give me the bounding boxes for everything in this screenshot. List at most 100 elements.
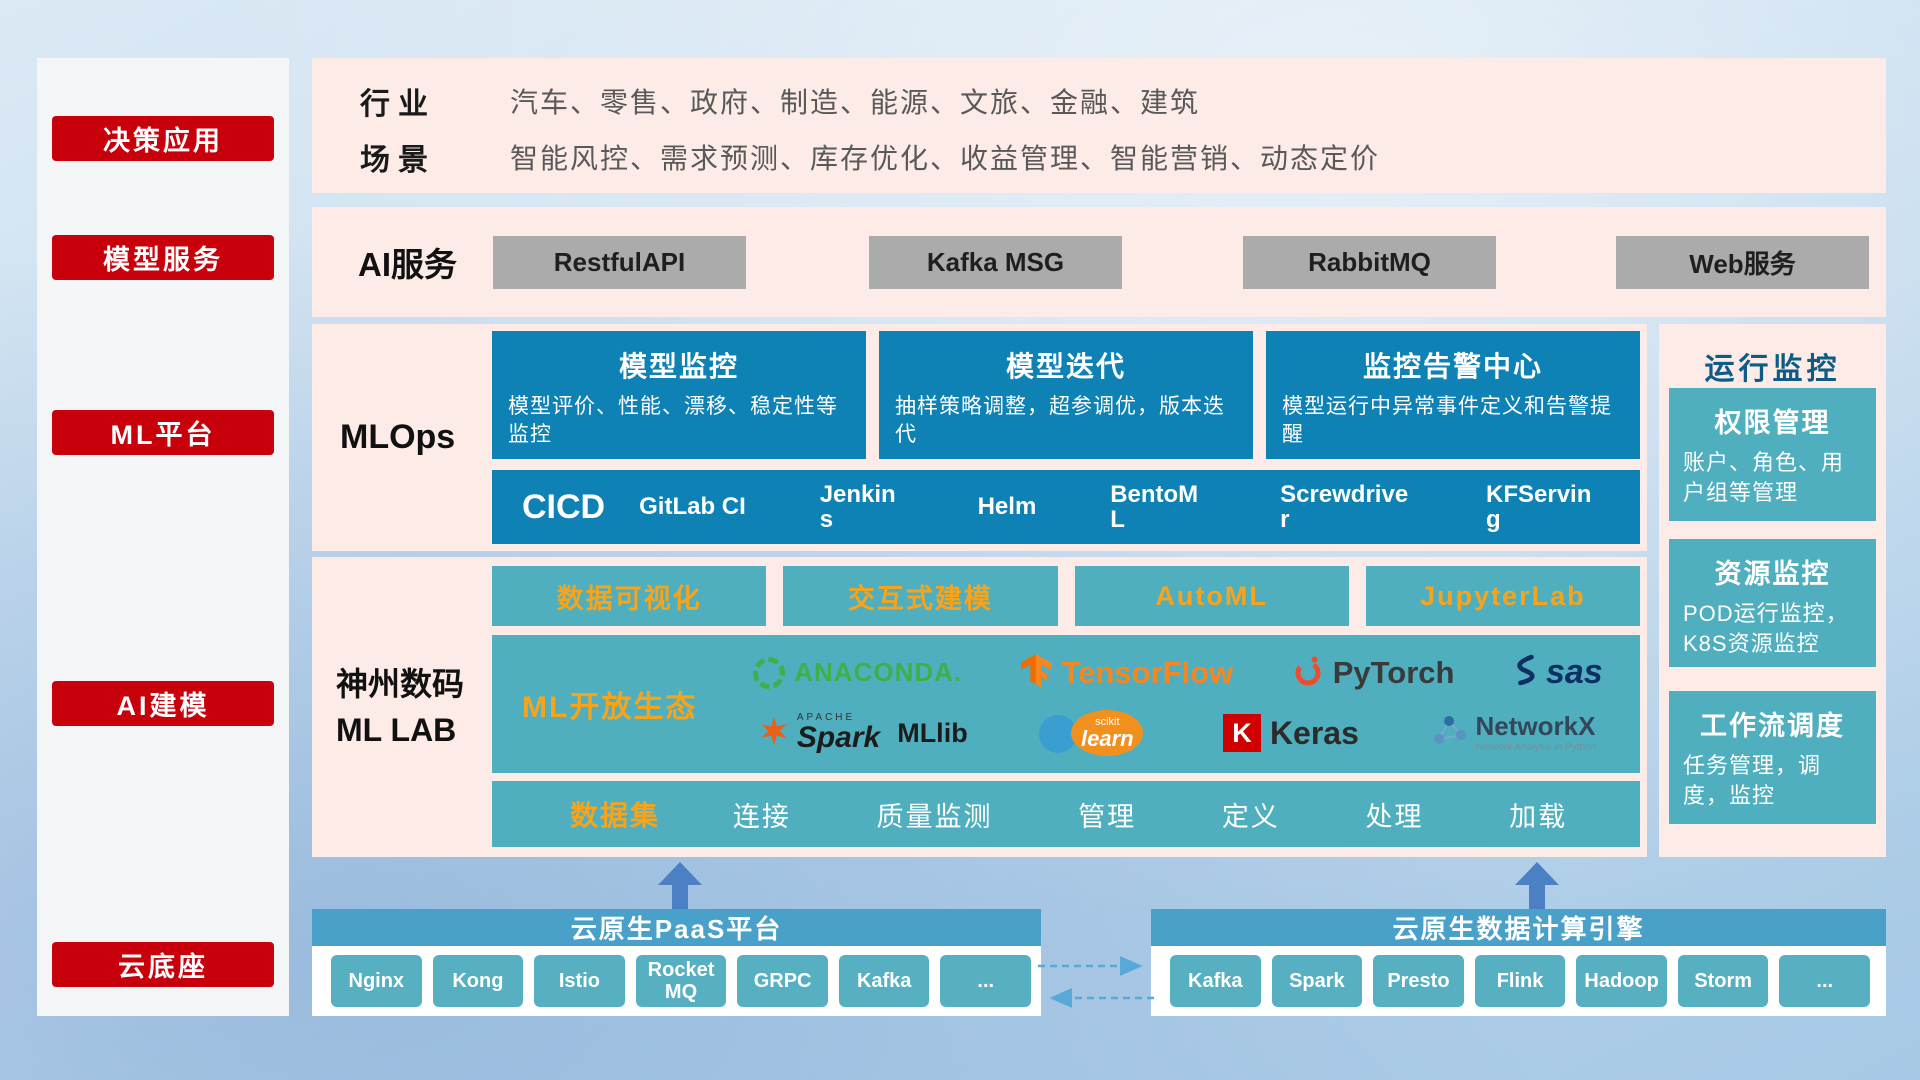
kafka-msg-button[interactable]: Kafka MSG xyxy=(869,236,1122,289)
dataset-label: 数据集 xyxy=(570,800,661,831)
up-arrow-icon xyxy=(658,862,702,909)
industry-scenario-panel: 行业 汽车、零售、政府、制造、能源、文旅、金融、建筑 场景 智能风控、需求预测、… xyxy=(312,58,1886,193)
permission-management-desc: 账户、角色、用户组等管理 xyxy=(1683,450,1845,505)
permission-management-title: 权限管理 xyxy=(1714,408,1831,438)
cicd-item-helm: Helm xyxy=(977,493,1037,521)
grpc-chip[interactable]: GRPC xyxy=(737,955,828,1007)
sidebar-item-model-service[interactable]: 模型服务 xyxy=(52,235,274,280)
left-sidebar: 决策应用 模型服务 ML平台 AI建模 云底座 xyxy=(37,58,289,1016)
dataset-item-define: 定义 xyxy=(1221,801,1280,832)
permission-management-card: 权限管理 账户、角色、用户组等管理 xyxy=(1669,388,1876,521)
dataset-item-load: 加载 xyxy=(1509,801,1568,832)
runtime-monitor-title: 运行监控 xyxy=(1704,353,1841,386)
tensorflow-icon xyxy=(1019,652,1053,693)
dataset-item-process: 处理 xyxy=(1365,801,1424,832)
pytorch-icon xyxy=(1292,653,1324,692)
automl-button[interactable]: AutoML xyxy=(1074,566,1349,626)
anaconda-wordmark: ANACONDA. xyxy=(794,657,963,687)
restfulapi-button[interactable]: RestfulAPI xyxy=(493,236,746,289)
sidebar-item-decision-app[interactable]: 决策应用 xyxy=(52,116,274,161)
rabbitmq-button[interactable]: RabbitMQ xyxy=(1243,236,1496,289)
web-service-button[interactable]: Web服务 xyxy=(1616,236,1869,289)
engine-chips: Kafka Spark Presto Flink Hadoop Storm ..… xyxy=(1170,955,1871,1007)
networkx-text: NetworkX xyxy=(1475,711,1596,742)
sas-icon xyxy=(1513,653,1537,692)
hadoop-chip[interactable]: Hadoop xyxy=(1576,955,1667,1007)
ml-ecosystem-label: ML开放生态 xyxy=(522,691,698,724)
flink-chip[interactable]: Flink xyxy=(1474,955,1566,1007)
spark-chip[interactable]: Spark xyxy=(1271,955,1363,1007)
more-chip[interactable]: ... xyxy=(940,955,1032,1007)
ai-service-panel: AI服务 RestfulAPI Kafka MSG RabbitMQ Web服务 xyxy=(312,207,1886,317)
keras-wordmark: Keras xyxy=(1269,714,1359,751)
apache-label: APACHE xyxy=(796,712,856,723)
networkx-subtitle: Network Analysis in Python xyxy=(1475,742,1597,754)
presto-chip[interactable]: Presto xyxy=(1373,955,1464,1007)
spark-text: Spark xyxy=(796,721,881,754)
pytorch-wordmark: PyTorch xyxy=(1332,654,1455,690)
dataset-items: 连接 质量监测 管理 定义 处理 加载 xyxy=(690,795,1640,834)
rocketmq-chip[interactable]: RocketMQ xyxy=(635,955,727,1007)
scikit-learn-logo: scikit learn xyxy=(1039,710,1151,756)
mlops-panel: MLOps 模型监控 模型评价、性能、漂移、稳定性等监控 模型迭代 抽样策略调整… xyxy=(312,324,1647,551)
kong-chip[interactable]: Kong xyxy=(432,955,524,1007)
spark-wordmark: APACHE Spark xyxy=(797,713,880,753)
scikit-learn-badge: scikit learn xyxy=(1071,710,1144,756)
data-visualization-button[interactable]: 数据可视化 xyxy=(492,566,767,626)
model-monitoring-title: 模型监控 xyxy=(618,351,739,382)
industry-text: 汽车、零售、政府、制造、能源、文旅、金融、建筑 xyxy=(510,87,1201,118)
mllab-label-line2: ML LAB xyxy=(336,712,457,748)
dashed-arrows xyxy=(1034,952,1158,1012)
industry-label: 行业 xyxy=(360,88,436,121)
sidebar-item-ml-platform[interactable]: ML平台 xyxy=(52,410,274,455)
tensorflow-wordmark: TensorFlow xyxy=(1061,654,1234,690)
interactive-modeling-button[interactable]: 交互式建模 xyxy=(783,566,1058,626)
kafka-chip[interactable]: Kafka xyxy=(1170,955,1261,1007)
storm-chip[interactable]: Storm xyxy=(1677,955,1769,1007)
networkx-logo: NetworkX Network Analysis in Python xyxy=(1431,711,1597,754)
mllab-tools-row: 数据可视化 交互式建模 AutoML JupyterLab xyxy=(492,566,1640,626)
workflow-scheduler-title: 工作流调度 xyxy=(1700,711,1845,741)
cicd-title: CICD xyxy=(522,487,606,526)
alert-center-title: 监控告警中心 xyxy=(1362,351,1543,382)
kafka-chip[interactable]: Kafka xyxy=(838,955,930,1007)
networkx-icon xyxy=(1431,713,1467,752)
model-iteration-desc: 抽样策略调整，超参调优，版本迭代 xyxy=(895,395,1225,447)
learn-label: learn xyxy=(1081,725,1134,751)
networkx-wordmark: NetworkX Network Analysis in Python xyxy=(1475,711,1597,754)
nginx-chip[interactable]: Nginx xyxy=(331,955,422,1007)
dataset-item-manage: 管理 xyxy=(1078,801,1137,832)
spark-mllib-logo: APACHE Spark MLlib xyxy=(760,713,968,753)
industry-row: 行业 汽车、零售、政府、制造、能源、文旅、金融、建筑 xyxy=(360,79,1200,123)
anaconda-logo: ANACONDA. xyxy=(753,656,963,689)
runtime-monitor-panel: 运行监控 权限管理 账户、角色、用户组等管理 资源监控 POD运行监控，K8S资… xyxy=(1659,324,1886,857)
mllab-label-line1: 神州数码 xyxy=(336,665,465,702)
scikit-label: scikit xyxy=(1095,715,1120,728)
cicd-item-bentoml: BentoML xyxy=(1110,480,1199,533)
workflow-scheduler-card: 工作流调度 任务管理，调度，监控 xyxy=(1669,691,1876,824)
cicd-items: GitLab CI Jenkins Helm BentoML Screwdriv… xyxy=(639,480,1640,533)
scenario-label: 场景 xyxy=(360,144,436,177)
sidebar-item-ai-modeling[interactable]: AI建模 xyxy=(52,681,274,726)
pytorch-logo: PyTorch xyxy=(1292,653,1455,692)
resource-monitor-desc: POD运行监控，K8S资源监控 xyxy=(1683,601,1849,656)
mllab-panel: 神州数码 ML LAB 数据可视化 交互式建模 AutoML JupyterLa… xyxy=(312,557,1647,857)
spark-star-icon xyxy=(760,716,788,750)
model-monitoring-desc: 模型评价、性能、漂移、稳定性等监控 xyxy=(508,395,838,447)
scikit-learn-icon xyxy=(1039,715,1078,753)
cicd-item-kfserving: KFServing xyxy=(1486,480,1592,533)
istio-chip[interactable]: Istio xyxy=(534,955,625,1007)
ml-ecosystem-box: ML开放生态 ANACONDA. TensorFlow xyxy=(492,635,1640,773)
scenario-row: 场景 智能风控、需求预测、库存优化、收益管理、智能营销、动态定价 xyxy=(360,135,1380,179)
more-chip[interactable]: ... xyxy=(1779,955,1871,1007)
mlops-label: MLOps xyxy=(340,418,456,456)
model-iteration-card: 模型迭代 抽样策略调整，超参调优，版本迭代 xyxy=(879,331,1253,459)
jupyterlab-button[interactable]: JupyterLab xyxy=(1365,566,1640,626)
up-arrow-icon xyxy=(1515,862,1559,909)
model-monitoring-card: 模型监控 模型评价、性能、漂移、稳定性等监控 xyxy=(492,331,866,459)
sidebar-item-cloud-base[interactable]: 云底座 xyxy=(52,942,274,987)
anaconda-icon xyxy=(753,656,786,689)
ai-service-label: AI服务 xyxy=(358,246,457,283)
scenario-text: 智能风控、需求预测、库存优化、收益管理、智能营销、动态定价 xyxy=(510,143,1381,174)
